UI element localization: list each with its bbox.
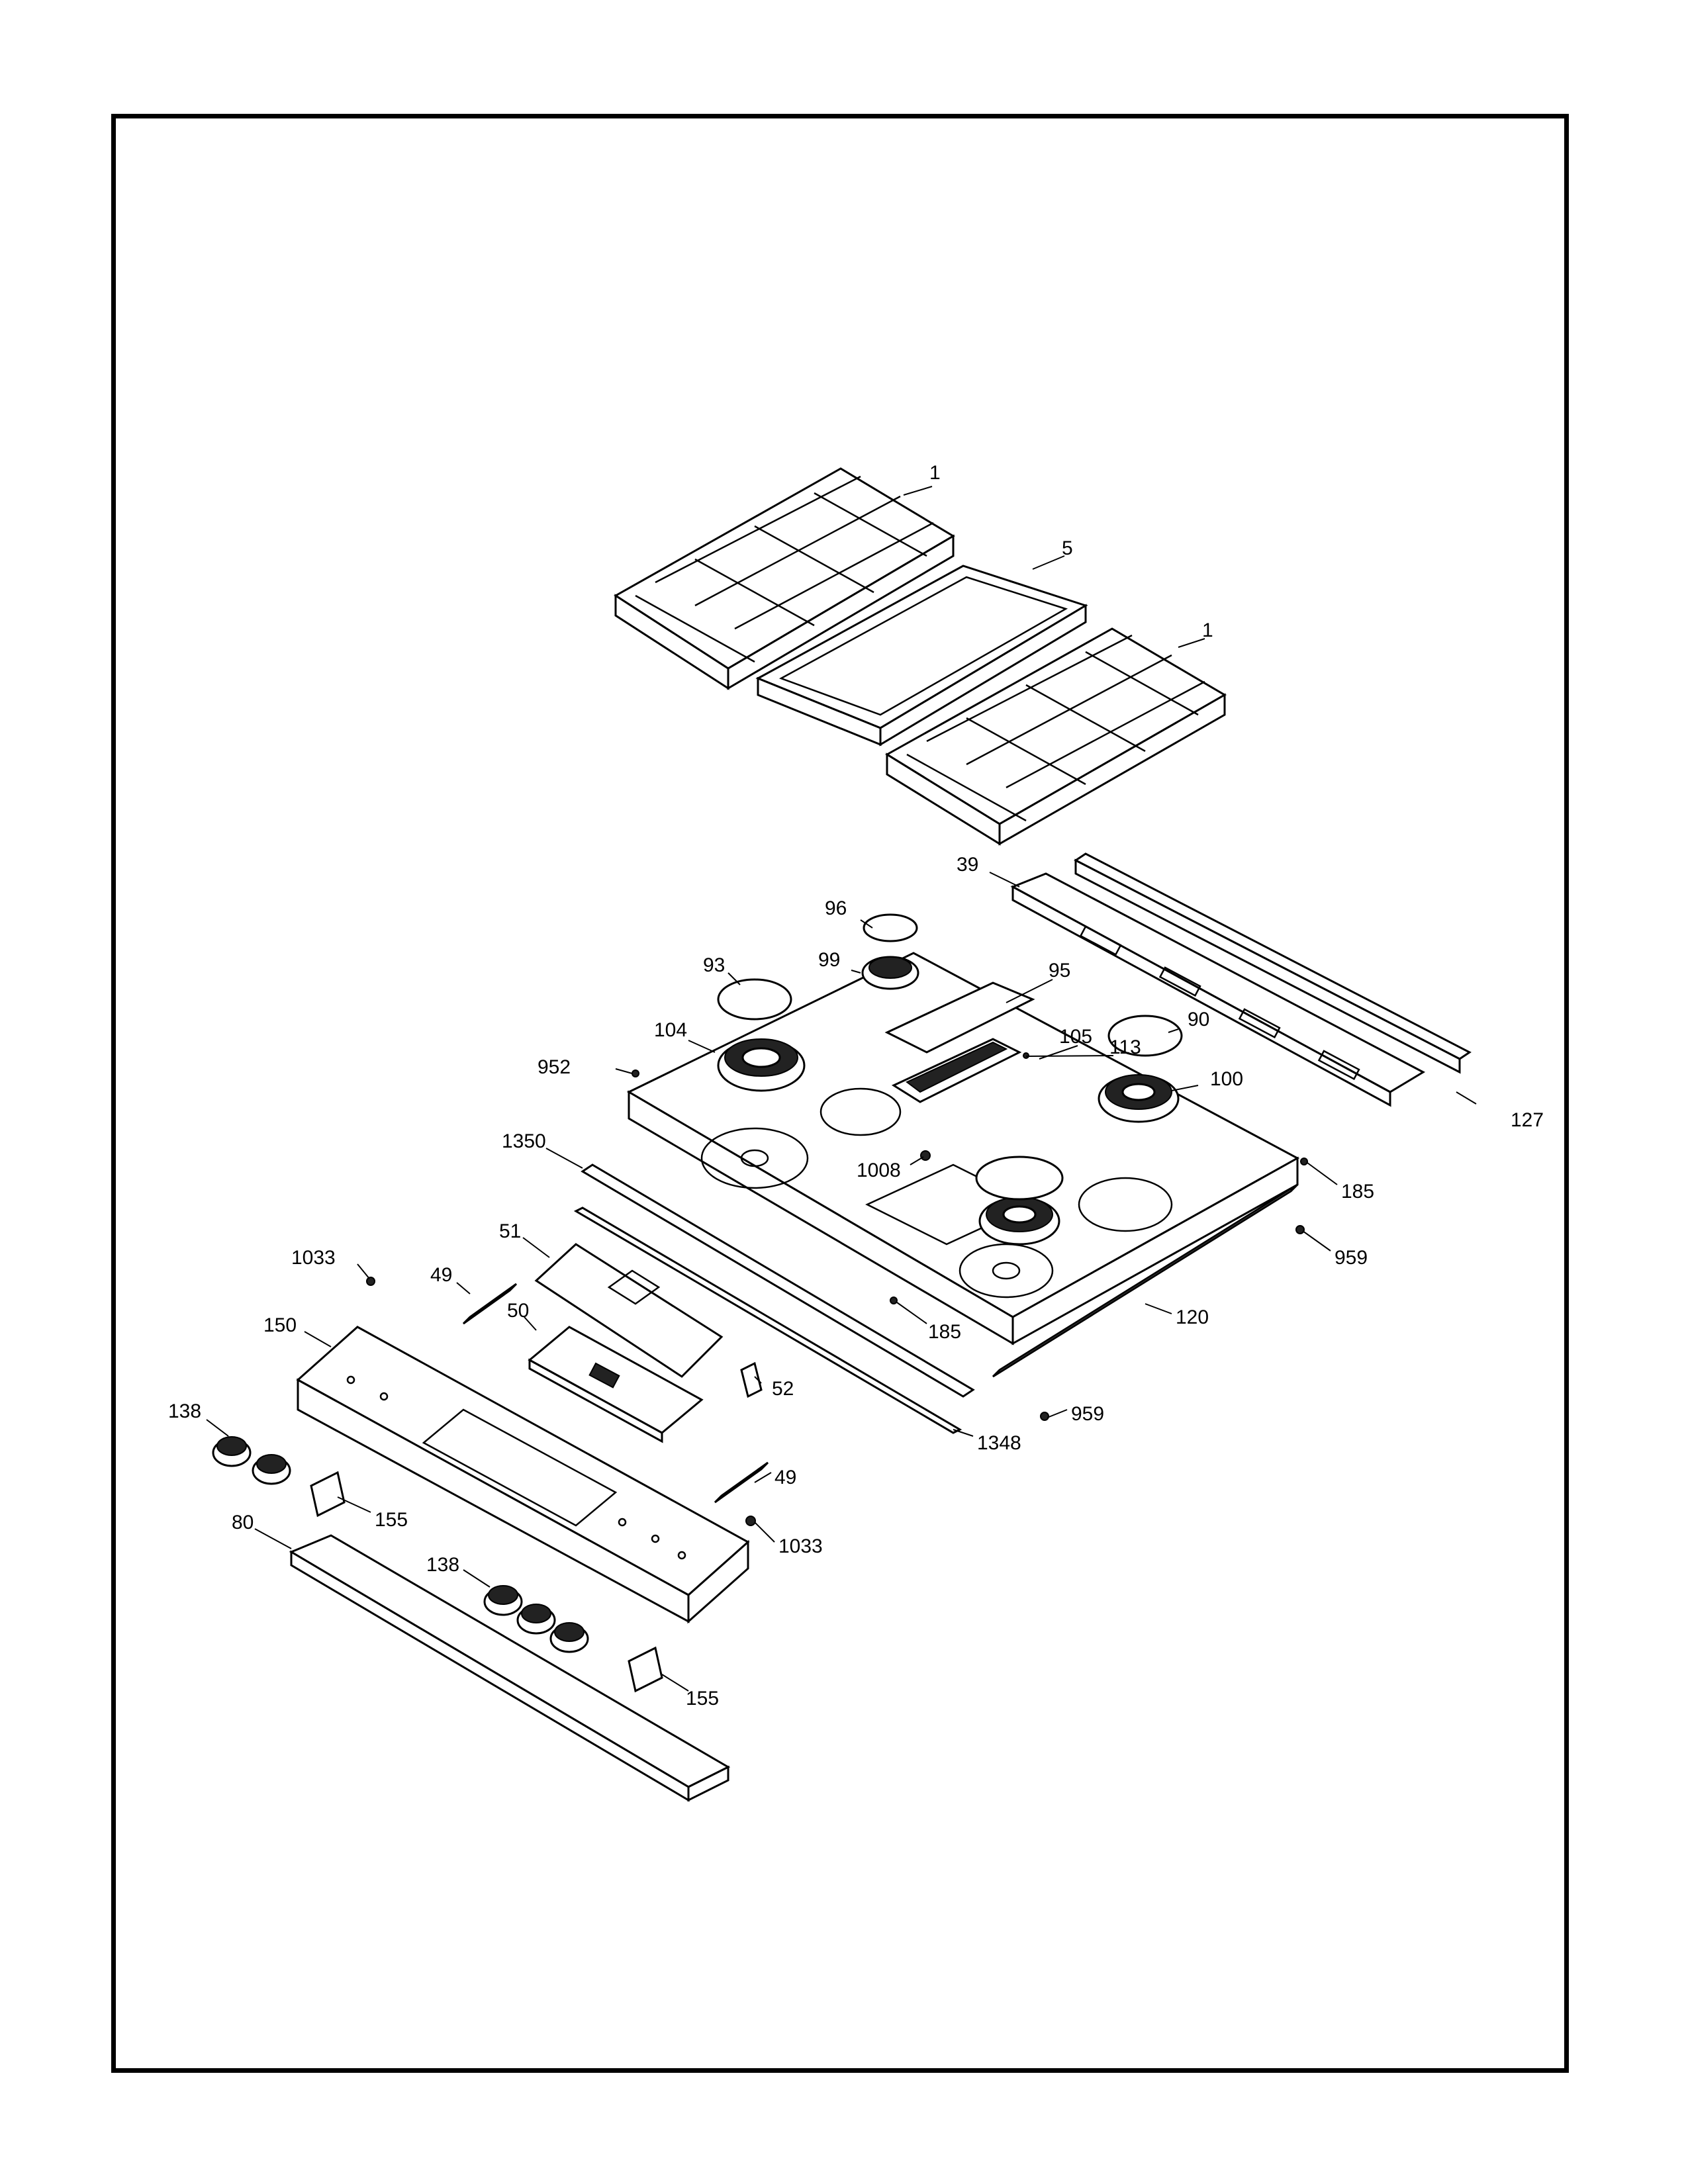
callout-1-right-grate: 1	[1202, 619, 1213, 641]
callout-138-left: 138	[168, 1400, 201, 1422]
callout-120: 120	[1176, 1306, 1209, 1328]
callout-49-left: 49	[430, 1264, 452, 1286]
trim-rail-1348	[573, 1206, 962, 1434]
callout-155-right: 155	[686, 1688, 719, 1709]
callout-105: 105	[1059, 1026, 1092, 1048]
callout-113: 113	[1109, 1036, 1141, 1058]
trim-rail-1350	[581, 1163, 975, 1398]
callout-93: 93	[703, 954, 725, 976]
bracket-155-right	[628, 1646, 663, 1693]
callout-95: 95	[1049, 960, 1070, 981]
control-panel-150	[296, 1326, 750, 1624]
knob-138-left-1	[212, 1436, 252, 1467]
oval-burner	[884, 981, 1035, 1103]
lower-trim-80	[289, 1534, 731, 1802]
leader-lines	[206, 486, 1477, 1692]
screw-959-front	[1040, 1412, 1049, 1421]
burner-cap-medium-right	[1107, 1015, 1183, 1057]
callout-185-right: 185	[1341, 1181, 1374, 1203]
callout-1033-right: 1033	[778, 1535, 823, 1557]
callout-100: 100	[1210, 1068, 1243, 1090]
callout-52: 52	[772, 1378, 794, 1400]
callout-959-front: 959	[1071, 1403, 1104, 1425]
screw-959-right	[1295, 1225, 1305, 1234]
screw-1033-left	[366, 1277, 375, 1286]
module-52	[740, 1361, 763, 1398]
support-49-left	[462, 1283, 518, 1325]
screw-185-front	[890, 1297, 898, 1304]
bracket-155-left	[310, 1471, 346, 1518]
screw-185-right	[1300, 1158, 1308, 1165]
burner-base-right	[1098, 1074, 1180, 1123]
callout-96: 96	[825, 897, 847, 919]
callout-1350: 1350	[502, 1130, 546, 1152]
callout-39: 39	[957, 854, 978, 876]
callout-90: 90	[1188, 1009, 1209, 1030]
callout-150: 150	[263, 1314, 297, 1336]
callout-1-left-grate: 1	[929, 462, 941, 484]
screw-952	[632, 1069, 639, 1077]
screw-1033-right	[745, 1516, 756, 1526]
callout-127: 127	[1511, 1109, 1544, 1131]
screw-1008	[920, 1150, 931, 1161]
callout-138-right: 138	[426, 1554, 459, 1576]
knob-138-right-2	[516, 1604, 556, 1635]
support-49-right	[714, 1461, 769, 1504]
left-grate	[614, 467, 955, 690]
callout-1008: 1008	[857, 1160, 901, 1181]
callout-49-right: 49	[774, 1467, 796, 1488]
back-trim	[1010, 852, 1472, 1107]
burner-base-large-left	[717, 1038, 806, 1092]
callout-1033-left: 1033	[291, 1247, 336, 1269]
burner-base-small	[861, 956, 919, 990]
knob-138-right-3	[549, 1622, 589, 1653]
callout-80: 80	[232, 1512, 254, 1533]
overlay-51	[534, 1243, 724, 1378]
burner-cap-small	[863, 913, 918, 942]
burner-cap-center	[975, 1156, 1064, 1201]
callout-104: 104	[654, 1019, 687, 1041]
side-trim-120	[992, 1183, 1299, 1378]
callout-5-griddle: 5	[1062, 537, 1073, 559]
callout-51: 51	[499, 1220, 521, 1242]
callout-1348: 1348	[977, 1432, 1021, 1454]
cooktop-main-top	[626, 952, 1300, 1345]
burner-base-front	[978, 1197, 1060, 1246]
callout-959-right: 959	[1335, 1247, 1368, 1269]
right-grate	[885, 627, 1227, 846]
knob-138-left-2	[252, 1454, 291, 1485]
callout-952: 952	[538, 1056, 571, 1078]
callout-99: 99	[818, 949, 840, 971]
griddle	[755, 565, 1088, 747]
callout-155-left: 155	[375, 1509, 408, 1531]
control-board-50	[528, 1326, 704, 1443]
drawing-frame	[111, 114, 1569, 2073]
knob-138-right-1	[483, 1585, 523, 1616]
callout-185-front: 185	[928, 1321, 961, 1343]
burner-cap-medium-left	[717, 978, 792, 1021]
callout-50: 50	[507, 1300, 529, 1322]
